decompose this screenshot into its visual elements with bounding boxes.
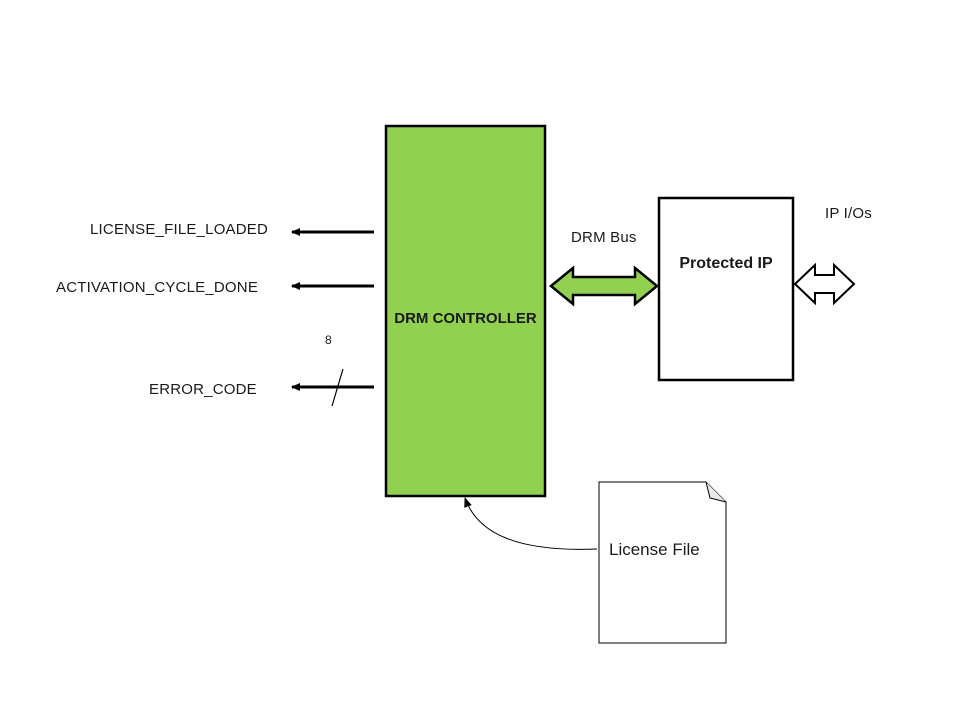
bus-width-label: 8 xyxy=(325,333,332,347)
license-file-label: License File xyxy=(609,540,700,559)
ip-ios-label: IP I/Os xyxy=(825,205,872,222)
ip-ios-double-arrow xyxy=(793,262,856,306)
license-file-document xyxy=(598,481,727,644)
license-file-loaded-label: LICENSE_FILE_LOADED xyxy=(90,221,269,238)
bus-width-slash xyxy=(331,368,344,407)
drm-bus-label: DRM Bus xyxy=(571,229,637,246)
drm-controller-label: DRM CONTROLLER xyxy=(394,309,537,327)
drm-bus-double-arrow xyxy=(549,265,659,307)
protected-ip-label: Protected IP xyxy=(679,255,773,272)
license-file-fold xyxy=(705,481,727,503)
error-code-label: ERROR_CODE xyxy=(149,381,257,398)
drm-controller-block xyxy=(384,124,547,498)
license-file-to-controller-arrow xyxy=(464,497,598,550)
activation-cycle-done-label: ACTIVATION_CYCLE_DONE xyxy=(56,279,259,296)
protected-ip-block xyxy=(657,196,795,382)
